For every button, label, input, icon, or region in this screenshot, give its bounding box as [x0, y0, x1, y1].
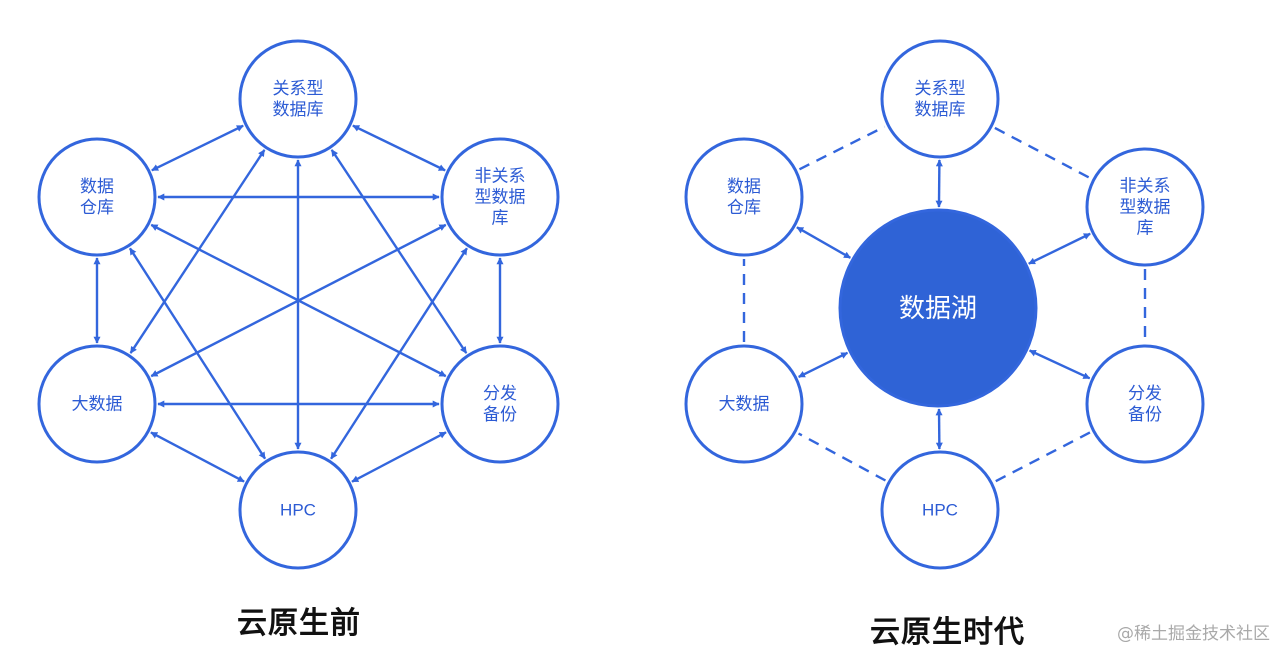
left-node-label-rel: 关系型 — [273, 79, 324, 98]
left-node-label-nosql: 非关系 — [475, 167, 526, 186]
right-node-circle-rel — [882, 41, 998, 157]
right-node-label-dw: 数据 — [727, 177, 761, 196]
left-node-label-nosql: 型数据 — [475, 188, 526, 207]
left-node-label-dist: 备份 — [483, 405, 517, 424]
right-edge-lake-dw — [797, 227, 850, 258]
right-dashed-link-dw-rel — [799, 127, 884, 170]
right-node-label-dw: 仓库 — [727, 198, 761, 217]
left-edge-dist-hpc — [352, 432, 446, 481]
right-node-lake: 数据湖 — [840, 210, 1036, 406]
left-node-label-nosql: 库 — [492, 209, 509, 228]
right-node-circle-dw — [686, 139, 802, 255]
right-node-label-nosql: 非关系 — [1120, 177, 1171, 196]
right-dashed-link-dist-hpc — [995, 432, 1090, 481]
left-edge-bigdata-hpc — [151, 432, 244, 481]
right-node-label-nosql: 库 — [1137, 219, 1154, 238]
left-node-label-dw: 仓库 — [80, 198, 114, 217]
right-node-bigdata: 大数据 — [686, 346, 802, 462]
caption-before-cloud-native: 云原生前 — [237, 598, 361, 642]
left-node-label-dist: 分发 — [483, 384, 517, 403]
left-node-label-dw: 数据 — [80, 177, 114, 196]
left-node-label-bigdata: 大数据 — [72, 395, 123, 414]
right-edge-lake-dist — [1030, 350, 1090, 378]
right-edge-lake-bigdata — [799, 353, 848, 377]
right-node-label-nosql: 型数据 — [1120, 198, 1171, 217]
watermark: @稀土掘金技术社区 — [1117, 619, 1270, 644]
right-node-circle-dist — [1087, 346, 1203, 462]
right-dashed-link-hpc-bigdata — [799, 433, 886, 480]
left-node-circle-rel — [240, 41, 356, 157]
right-node-hpc: HPC — [882, 452, 998, 568]
left-edge-rel-dw — [152, 126, 243, 171]
left-connections — [97, 126, 500, 482]
right-node-label-hpc: HPC — [922, 501, 958, 520]
right-edge-lake-nosql — [1029, 234, 1090, 264]
right-node-label-bigdata: 大数据 — [719, 395, 770, 414]
right-dashed-link-rel-nosql — [995, 128, 1090, 178]
right-node-label-rel: 关系型 — [915, 79, 966, 98]
right-node-label-lake: 数据湖 — [899, 293, 977, 323]
right-node-label-dist: 备份 — [1128, 405, 1162, 424]
caption-cloud-native-era: 云原生时代 — [870, 607, 1025, 651]
left-node-label-hpc: HPC — [280, 501, 316, 520]
left-edge-rel-nosql — [353, 126, 445, 171]
left-node-label-rel: 数据库 — [273, 100, 324, 119]
left-node-circle-dw — [39, 139, 155, 255]
right-node-label-dist: 分发 — [1128, 384, 1162, 403]
left-node-bigdata: 大数据 — [39, 346, 155, 462]
left-node-hpc: HPC — [240, 452, 356, 568]
left-node-circle-dist — [442, 346, 558, 462]
right-node-label-rel: 数据库 — [915, 100, 966, 119]
